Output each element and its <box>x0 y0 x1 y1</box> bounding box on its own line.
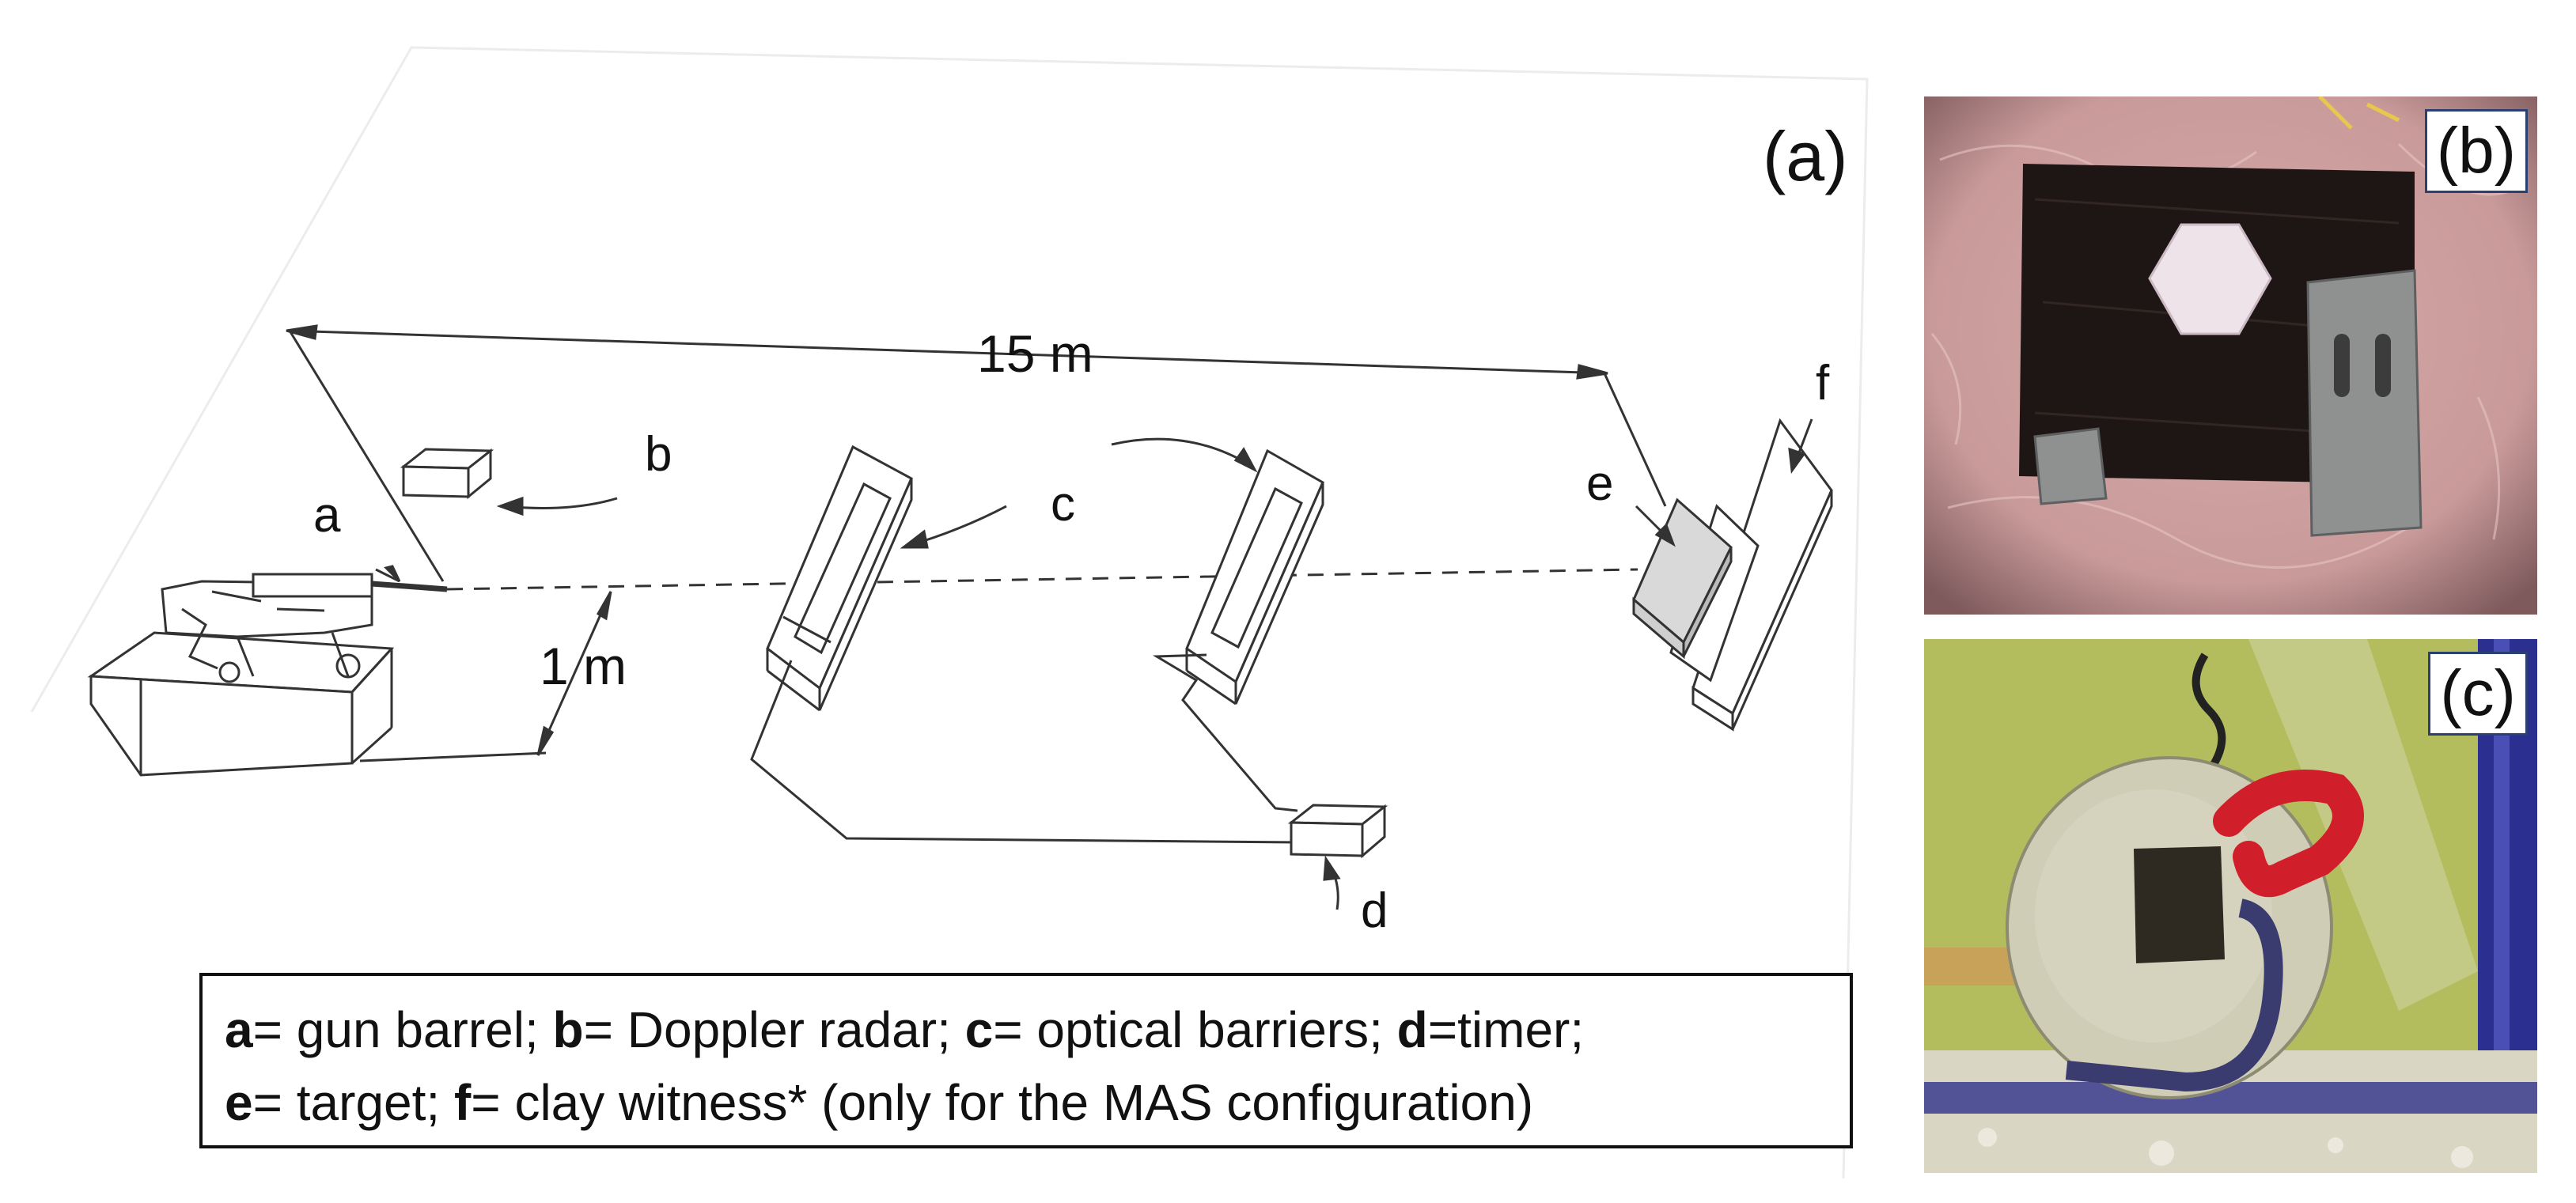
label-b: b <box>645 427 672 482</box>
legend-key-c: c <box>964 1001 994 1058</box>
timer <box>1287 804 1388 910</box>
legend-key-b: b <box>552 1001 584 1058</box>
legend-line-1: a= gun barrel; b= Doppler radar; c= opti… <box>225 993 1828 1066</box>
photo-target-on-clay: (b) <box>1924 96 2537 615</box>
doppler-radar <box>400 448 618 516</box>
hexagon-tile <box>2148 223 2272 335</box>
legend-key-f: f <box>453 1074 472 1131</box>
metal-bracket-right <box>2306 269 2423 537</box>
red-hook <box>2213 770 2364 898</box>
legend-text-a: = gun barrel; <box>252 1001 553 1058</box>
legend-text-e: = target; <box>252 1074 454 1131</box>
panel-label-c: (c) <box>2428 652 2528 736</box>
dimension-15m <box>286 324 1667 582</box>
setup-schematic: (a) 15 m 1 m a b c d e f <box>30 46 1869 1179</box>
legend-line-2: e= target; f= clay witness* (only for th… <box>225 1066 1828 1139</box>
optical-barrier-2 <box>1111 437 1324 812</box>
distance-15m-label: 15 m <box>977 324 1093 383</box>
label-f: f <box>1816 356 1830 410</box>
target-sample <box>2134 846 2225 963</box>
clay-witness-and-target <box>1632 418 1833 732</box>
legend-key-d: d <box>1396 1001 1428 1058</box>
trajectory-line <box>446 568 1638 591</box>
label-c: c <box>1051 477 1075 532</box>
legend-text-d: =timer; <box>1427 1001 1585 1058</box>
label-d: d <box>1361 883 1388 938</box>
legend-text-b: = Doppler radar; <box>583 1001 965 1058</box>
optical-barrier-1 <box>750 445 1298 844</box>
legend-key-a: a <box>225 1001 253 1058</box>
gun-assembly <box>87 565 448 777</box>
legend-text-f: = clay witness* (only for the MAS config… <box>471 1074 1534 1131</box>
label-e: e <box>1586 456 1613 511</box>
metal-bracket-left <box>2033 427 2108 505</box>
scan-frame <box>30 46 1869 1179</box>
legend-key-e: e <box>225 1074 253 1131</box>
photo-target-holder: (c) <box>1924 639 2537 1173</box>
legend-box: a= gun barrel; b= Doppler radar; c= opti… <box>199 973 1853 1148</box>
dimension-1m <box>359 591 612 762</box>
panel-label-a: (a) <box>1763 117 1848 195</box>
legend-text-c: = optical barriers; <box>993 1001 1397 1058</box>
label-a: a <box>313 488 341 543</box>
panel-label-b: (b) <box>2424 109 2528 193</box>
distance-1m-label: 1 m <box>540 637 627 695</box>
